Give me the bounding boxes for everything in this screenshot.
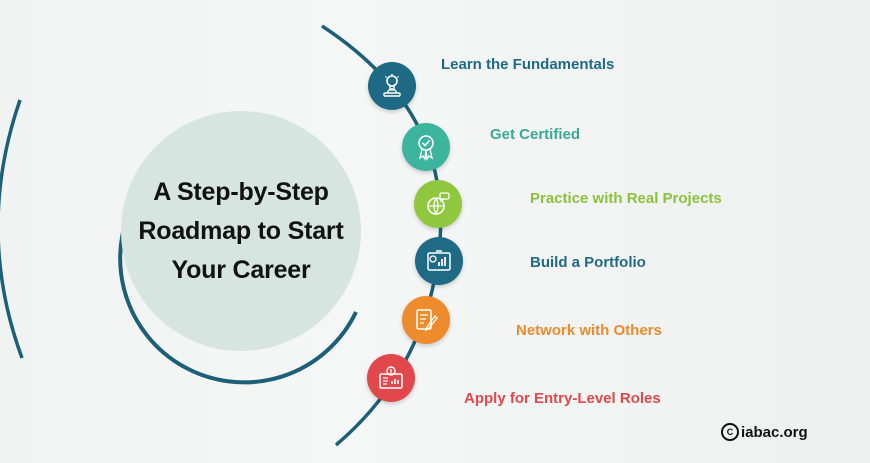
- globe-chat-icon: [427, 192, 450, 216]
- page-title: A Step-by-Step Roadmap to Start Your Car…: [138, 177, 344, 284]
- step-4-label: Build a Portfolio: [530, 254, 646, 271]
- step-5-circle: [402, 296, 450, 344]
- step-3-label: Practice with Real Projects: [530, 190, 722, 207]
- step-5-label: Network with Others: [516, 322, 662, 339]
- certificate-ribbon-icon: [418, 135, 434, 161]
- brand-mark-icon: C: [721, 423, 739, 441]
- step-2-label: Get Certified: [490, 126, 581, 143]
- step-4-circle: [415, 237, 463, 285]
- left-edge-arc: [0, 99, 24, 359]
- step-6-label: Apply for Entry-Level Roles: [464, 390, 661, 407]
- report-chart-icon: [427, 250, 451, 271]
- brand-text: iabac.org: [741, 423, 808, 441]
- step-6-circle: [367, 354, 415, 402]
- title-circle: A Step-by-Step Roadmap to Start Your Car…: [121, 111, 361, 351]
- brand-logo: C iabac.org: [721, 423, 808, 441]
- step-1-circle: [368, 62, 416, 110]
- document-pen-icon: [416, 309, 438, 332]
- step-3-circle: [414, 180, 462, 228]
- step-2-circle: [402, 123, 450, 171]
- resume-dollar-icon: [379, 366, 403, 389]
- lightbulb-person-icon: [383, 74, 401, 97]
- step-1-label: Learn the Fundamentals: [441, 56, 615, 73]
